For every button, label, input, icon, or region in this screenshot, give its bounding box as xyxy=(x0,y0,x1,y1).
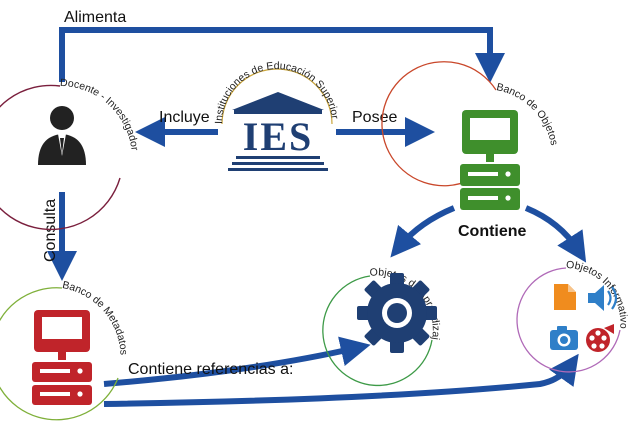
banco-objetos-ring xyxy=(381,61,497,187)
gear-icon xyxy=(357,273,437,353)
ies-ring xyxy=(221,68,333,125)
ies-icon-text: IES xyxy=(243,114,314,159)
edge-incluye-label: Incluye xyxy=(159,109,210,126)
ies-building-icon: IES xyxy=(228,92,328,171)
server-icon-green xyxy=(460,110,520,210)
node-docente: Docente - Investigador xyxy=(0,77,141,231)
edge-contiene-referencias-label: Contiene referencias a: xyxy=(128,361,293,378)
edge-alimenta-line xyxy=(59,27,505,83)
edge-alimenta: Alimenta xyxy=(59,9,505,83)
edge-ref-line-oi xyxy=(103,353,579,407)
edge-incluye: Incluye xyxy=(135,109,218,147)
edge-ref-line-oa xyxy=(103,336,371,387)
edge-contiene-label: Contiene xyxy=(458,223,527,240)
node-banco-metadatos: Banco de Metadatos xyxy=(0,279,130,421)
node-objetos-informativos: Objetos Informativos OI xyxy=(0,0,630,373)
server-icon-red xyxy=(32,310,92,405)
speaker-icon xyxy=(588,285,618,311)
banco-metadatos-ring xyxy=(0,287,119,421)
edge-alimenta-label: Alimenta xyxy=(64,9,126,26)
oi-ring xyxy=(516,267,621,373)
node-banco-objetos: Banco de Objetos xyxy=(381,61,560,210)
edge-posee-label: Posee xyxy=(352,109,397,126)
docente-ring xyxy=(0,84,121,231)
edge-contiene-line-oa xyxy=(390,205,456,258)
edge-consulta-label: Consulta xyxy=(42,199,59,262)
document-icon xyxy=(554,284,576,310)
film-reel-icon xyxy=(586,324,614,352)
edge-contiene-referencias: Contiene referencias a: xyxy=(103,336,579,407)
oa-ring xyxy=(322,275,433,387)
edge-posee: Posee xyxy=(336,109,435,147)
node-ies: Instituciones de Educación Superior IES xyxy=(213,60,341,171)
camera-icon xyxy=(550,326,578,350)
person-icon xyxy=(38,106,86,165)
edge-contiene-line-oi xyxy=(524,205,587,263)
edge-contiene: Contiene xyxy=(390,205,587,263)
